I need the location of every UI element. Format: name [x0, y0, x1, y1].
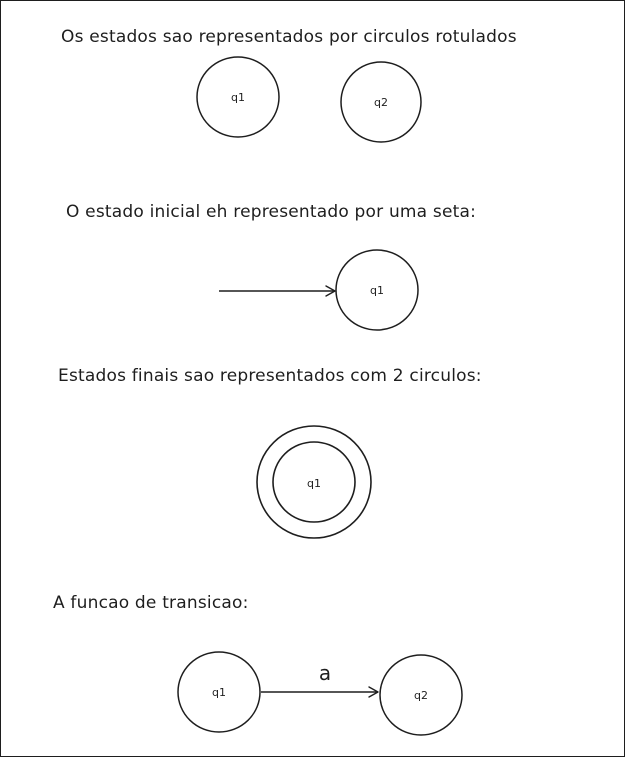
initial-state-heading: O estado inicial eh representado por uma…: [66, 202, 477, 222]
final-state-inner-circle: [272, 441, 356, 523]
initial-state-label: q1: [370, 284, 384, 297]
state-label-q2: q2: [374, 96, 388, 109]
state-circle: [196, 56, 280, 138]
state-circle: [379, 654, 463, 736]
final-state-heading: Estados finais sao representados com 2 c…: [58, 366, 482, 386]
state-node-q2: q2: [340, 61, 422, 143]
transition-from-node: q1: [177, 651, 261, 733]
state-label-q1: q1: [231, 91, 245, 104]
states-heading: Os estados sao representados por circulo…: [61, 27, 517, 47]
final-state-outer-circle: [256, 425, 372, 539]
transition-symbol: a: [319, 661, 331, 685]
state-circle: [340, 61, 422, 143]
state-circle: [177, 651, 261, 733]
transition-to-label: q2: [414, 689, 428, 702]
transition-heading: A funcao de transicao:: [53, 593, 249, 613]
final-state-node: q1: [256, 425, 372, 539]
state-circle: [335, 249, 419, 331]
state-node-q1: q1: [196, 56, 280, 138]
final-state-label: q1: [307, 477, 321, 490]
transition-from-label: q1: [212, 686, 226, 699]
transition-to-node: q2: [379, 654, 463, 736]
initial-state-node: q1: [335, 249, 419, 331]
